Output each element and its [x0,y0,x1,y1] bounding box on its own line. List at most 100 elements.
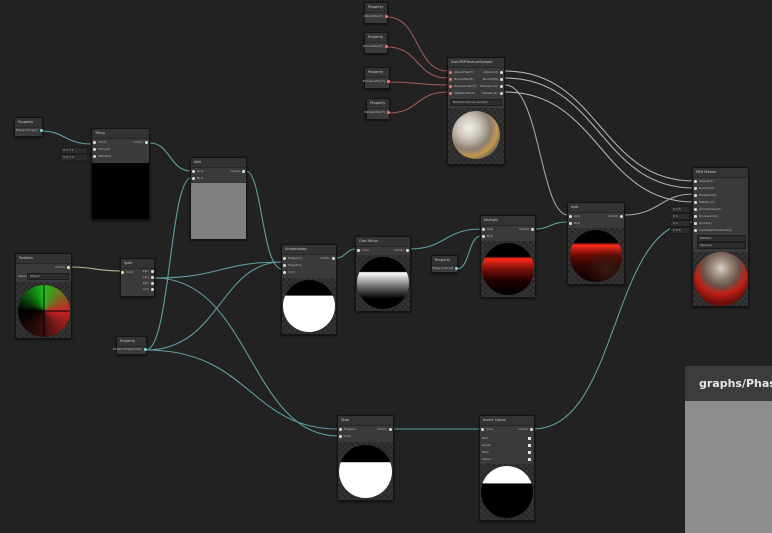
port-in-metallic[interactable]: Metallic(1) [694,200,715,205]
port-in-invert[interactable]: In(1) [481,427,493,432]
port-out-albedo[interactable]: Albedo(3) [483,70,503,75]
port-edge-color-out[interactable]: Edge Color(4) [432,266,458,271]
port-out-position[interactable]: Out(3) [55,265,70,270]
blackboard-title: graphs/Phase [685,366,772,401]
surface-dropdown[interactable]: Opaque [697,242,746,249]
port-out-invert[interactable]: Out(1) [518,427,533,432]
port-in-uv[interactable]: UV(2) [93,140,107,145]
one-minus-node[interactable]: One Minus In(1) Out(1) [355,236,411,312]
position-node[interactable]: Position Out(3) Space Object [15,253,72,339]
smoothness-input-field[interactable]: X 0.5 [670,206,690,213]
port-out-one-minus[interactable]: Out(1) [394,248,409,253]
wire-emission-add [504,84,569,216]
alpha-channel-toggle[interactable] [528,458,531,461]
blackboard-panel[interactable]: graphs/Phase [685,366,772,533]
port-in-offset[interactable]: Offset(2) [93,154,111,159]
port-threshold-out[interactable]: Phase Threshold(1) [113,347,147,352]
property-node-edge-color[interactable]: Property Edge Color(4) [431,255,458,273]
port-in-tiling[interactable]: Tiling(2) [93,147,110,152]
port-out-smoothstep[interactable]: Out(1) [320,256,335,261]
port-in-alpha[interactable]: Alpha(1) [694,221,712,226]
port-in-edge1[interactable]: Edge1(1) [283,256,302,261]
workflow-dropdown[interactable]: Metallic [697,235,746,242]
alpha-clip-input-field[interactable]: X 0.5 [670,227,690,234]
port-in-emission[interactable]: EmissionTex(T) [449,84,476,89]
sphere-preview [570,230,622,282]
property-node-tiling[interactable]: Property Phase Tiling(2) [14,117,43,137]
texture-type-dropdown[interactable]: Normal texture sample [450,99,502,106]
tiling-node[interactable]: Tiling UV(2) Tiling(2) Offset(2) Out(2) [91,128,150,220]
wire-albedo-master [504,70,695,182]
port-in-occlusion[interactable]: Occlusion(1) [694,214,718,219]
split-node[interactable]: Split In(4) R(1) G(1) B(1) A(1) [120,258,155,297]
port-in-one-minus[interactable]: In(1) [357,248,369,253]
port-in-b[interactable]: B(4) [569,221,580,226]
pbr-master-node[interactable]: PBR Master Albedo(3) Normal(3) Emission(… [692,167,749,307]
add-node[interactable]: Add A(1) B(1) Out(1) [190,157,247,240]
port-in-edge2[interactable]: Edge2(1) [283,263,302,268]
port-out-multiply[interactable]: Out(4) [519,227,534,232]
port-in-alpha-clip[interactable]: AlphaClipThreshold(1) [694,228,732,233]
port-out-metallic[interactable]: Metallic(1) [482,91,503,96]
port-normal-out[interactable]: NormalTex(T) [363,44,388,49]
port-out-step[interactable]: Out(1) [377,427,392,432]
occlusion-input-field[interactable]: X 1 [670,213,690,220]
blue-channel-toggle[interactable] [528,451,531,454]
port-metallic-out[interactable]: MetallicTex(T) [364,110,390,115]
property-node-metallic[interactable]: Property MetallicTex(T) [364,98,390,120]
smoothstep-node[interactable]: Smoothstep Edge1(1) Edge2(1) In(1) Out(1… [281,244,337,335]
offset-input-field[interactable]: X 0 Y 0 [60,154,88,161]
port-albedo-out[interactable]: AlbedoTex(T) [364,14,388,19]
port-in-smoothness[interactable]: Smoothness(1) [694,207,722,212]
port-out-normal[interactable]: Normal(3) [483,77,503,82]
port-emission-out[interactable]: EmissionTex(T) [363,79,390,84]
port-in-albedo[interactable]: Albedo(3) [694,179,714,184]
port-out-a[interactable]: A(1) [143,287,154,292]
green-channel-toggle[interactable] [528,444,531,447]
port-out-r[interactable]: R(1) [143,269,154,274]
port-in-b[interactable]: B(4) [482,234,493,239]
space-dropdown[interactable]: Object [27,273,69,280]
port-tiling-out[interactable]: Phase Tiling(2) [16,128,43,133]
invert-colors-node[interactable]: Invert Colors In(1) Out(1) Red Green Blu… [479,415,535,521]
port-in-in[interactable]: In(1) [283,270,295,275]
tiling-input-field[interactable]: X 1 Y 1 [60,147,88,154]
port-in-normal[interactable]: Normal(3) [694,186,714,191]
property-node-threshold[interactable]: Property Phase Threshold(1) [113,336,147,355]
port-out-add2[interactable]: Out(4) [608,214,623,219]
port-in-in[interactable]: In(1) [339,434,351,439]
alpha-input-field[interactable]: X 1 [670,220,690,227]
port-out-b[interactable]: B(1) [143,281,154,286]
property-node-albedo[interactable]: Property AlbedoTex(T) [364,2,388,24]
sphere-preview [339,445,392,498]
master-preview [693,252,748,306]
wire-tiling-add [149,142,192,172]
port-in-normal[interactable]: NormalTex(T) [449,77,474,82]
port-in-metallic[interactable]: MetallicTex(T) [449,91,475,96]
tiling-preview [92,163,149,219]
port-out-emission[interactable]: Emission(3) [480,84,503,89]
port-out-g[interactable]: G(1) [142,275,154,280]
step-node[interactable]: Step Edge(1) In(1) Out(1) [337,415,394,501]
add-node-2[interactable]: Add A(4) B(4) Out(4) [567,202,625,285]
port-in-albedo[interactable]: AlbedoTex(T) [449,70,473,75]
port-in-a[interactable]: A(1) [192,169,203,174]
port-out-tiling[interactable]: Out(2) [133,140,148,145]
property-node-normal[interactable]: Property NormalTex(T) [363,32,388,54]
multiply-node[interactable]: Multiply A(4) B(4) Out(4) [480,215,536,298]
red-channel-toggle[interactable] [528,437,531,440]
node-title: Add [191,158,246,168]
property-node-emission[interactable]: Property EmissionTex(T) [363,67,390,89]
node-title: Position [16,254,71,264]
port-in-split[interactable]: In(4) [121,270,133,275]
port-in-a[interactable]: A(4) [482,227,493,232]
port-out-add[interactable]: Out(1) [230,169,245,174]
port-in-emission[interactable]: Emission(3) [694,193,717,198]
port-in-b[interactable]: B(1) [192,176,203,181]
texture-sample-node[interactable]: Sub-PBRTextureSample AlbedoTex(T) Normal… [447,57,505,165]
port-in-a[interactable]: A(4) [569,214,580,219]
sphere-preview [357,257,409,309]
wire-add-master [623,193,695,216]
port-in-edge[interactable]: Edge(1) [339,427,356,432]
